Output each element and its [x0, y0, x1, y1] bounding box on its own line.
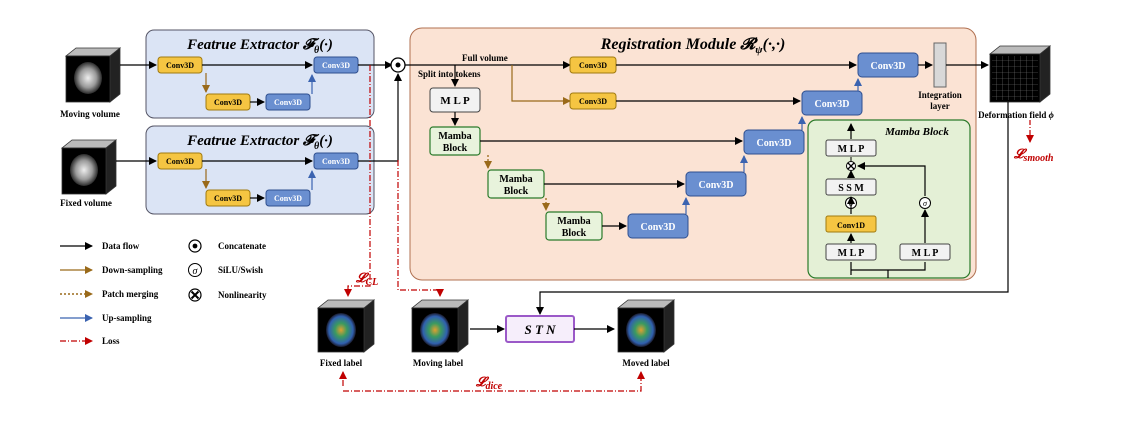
legend: Data flow Down-sampling Patch merging Up… [60, 239, 267, 346]
conv1d-label: Conv1D [837, 221, 865, 230]
mlp-label: M L P [912, 248, 939, 259]
conv3d-label: Conv3D [814, 99, 849, 110]
mamba-label: Mamba [438, 131, 471, 142]
conv3d-label: Conv3D [870, 61, 905, 72]
brain-image [70, 154, 98, 186]
moving-volume: Moving volume [60, 47, 157, 119]
silu-icon [188, 263, 202, 277]
legend-concatenate: Concatenate [218, 241, 266, 251]
conv3d-label: Conv3D [214, 98, 242, 107]
split-tokens-label: Split into tokens [418, 69, 481, 79]
conv3d-label: Conv3D [640, 222, 675, 233]
full-volume-label: Full volume [462, 53, 508, 63]
cl-loss-label: 𝓛CL [355, 270, 378, 288]
dice-loss-label: 𝓛dice [475, 374, 503, 392]
fixed-label-text: Fixed label [320, 358, 363, 368]
label-volumes: Fixed label Moving label Moved label S T… [316, 299, 676, 368]
moved-label-text: Moved label [622, 358, 670, 368]
legend-silu: SiLU/Swish [218, 265, 263, 275]
fixed-label-volume: Fixed label [316, 299, 376, 368]
moved-label-volume: Moved label [616, 299, 676, 368]
fe-bottom-title: Featrue Extractor 𝓕θ(·) [186, 133, 333, 152]
label-map-image [420, 313, 450, 347]
conv1d-block [825, 215, 877, 233]
fixed-volume: Fixed volume [60, 139, 157, 208]
mlp-block [825, 139, 877, 157]
conv3d-block [627, 213, 689, 239]
silu-symbol: σ [193, 266, 199, 277]
deformation-grid [992, 56, 1038, 100]
integration-label: layer [930, 101, 950, 111]
smooth-loss-label: 𝓛smooth [1013, 146, 1054, 164]
conv3d-block [265, 189, 311, 207]
legend-patch-merging: Patch merging [102, 289, 159, 299]
mamba-label: Block [562, 228, 587, 239]
feature-extractor-bottom: Featrue Extractor 𝓕θ(·) Conv3D Conv3D Co… [145, 125, 375, 215]
conv3d-block [265, 93, 311, 111]
moving-label-volume: Moving label [410, 299, 470, 368]
stn-label: S T N [524, 322, 556, 337]
conv3d-block [685, 171, 747, 197]
mamba-label: Block [504, 186, 529, 197]
legend-loss: Loss [102, 336, 120, 346]
mamba-label: Block [443, 143, 468, 154]
integration-label: Integration [918, 90, 962, 100]
registration-title: Registration Module 𝓡ψ(·,·) [600, 36, 786, 56]
legend-up-sampling: Up-sampling [102, 313, 152, 323]
conv3d-label: Conv3D [166, 61, 194, 70]
label-map-image [326, 313, 356, 347]
conv3d-label: Conv3D [322, 61, 350, 70]
mamba-label: Mamba [557, 216, 590, 227]
mamba-label: Mamba [499, 174, 532, 185]
conv3d-label: Conv3D [698, 180, 733, 191]
stn-block: S T N [505, 315, 575, 343]
label-map-image [626, 313, 656, 347]
mlp-label: M L P [440, 95, 470, 107]
mlp-block [899, 243, 951, 261]
legend-nonlinearity: Nonlinearity [218, 290, 267, 300]
conv3d-label: Conv3D [166, 157, 194, 166]
mlp-label: M L P [838, 144, 865, 155]
feature-extractor-top: Featrue Extractor 𝓕θ(·) Conv3D Conv3D Co… [145, 29, 375, 119]
ssm-block [825, 178, 877, 196]
silu-node [919, 197, 931, 209]
moving-volume-label: Moving volume [60, 109, 120, 119]
legend-data-flow: Data flow [102, 241, 140, 251]
mlp-block [825, 243, 877, 261]
mamba-block-detail: Mamba Block M L P S S M σ Conv1D M L P σ… [807, 119, 971, 279]
legend-down-sampling: Down-sampling [102, 265, 163, 275]
conv3d-label: Conv3D [579, 97, 607, 106]
conv3d-label: Conv3D [274, 194, 302, 203]
mamba-block-title: Mamba Block [884, 126, 949, 138]
brain-image [74, 62, 102, 94]
conv3d-label: Conv3D [756, 138, 791, 149]
sigma-label: σ [923, 199, 928, 208]
conv3d-label: Conv3D [579, 61, 607, 70]
conv3d-block [743, 129, 805, 155]
conv3d-label: Conv3D [322, 157, 350, 166]
mlp-label: M L P [838, 248, 865, 259]
conv3d-label: Conv3D [274, 98, 302, 107]
ssm-label: S S M [838, 183, 864, 194]
deformation-label: Deformation field ϕ [978, 110, 1054, 120]
fixed-volume-label: Fixed volume [60, 198, 112, 208]
conv3d-block [801, 90, 863, 116]
integration-layer [933, 42, 947, 88]
moving-label-text: Moving label [413, 358, 464, 368]
conv3d-label: Conv3D [214, 194, 242, 203]
